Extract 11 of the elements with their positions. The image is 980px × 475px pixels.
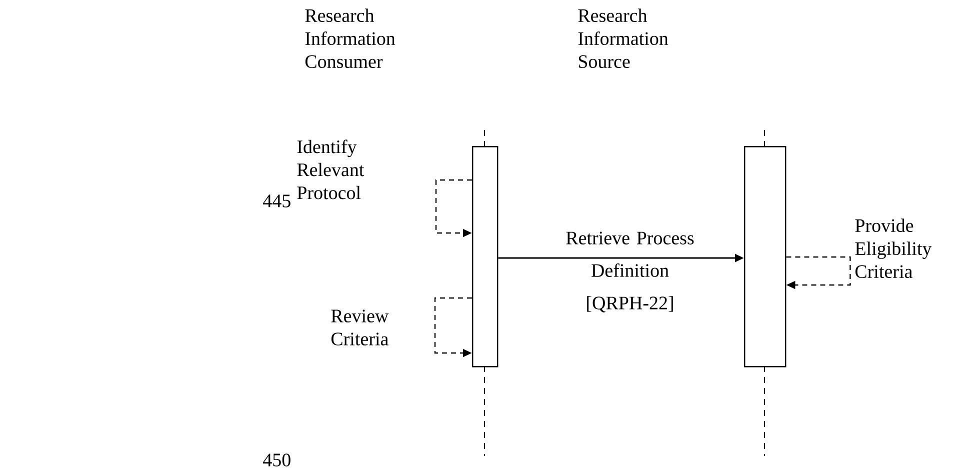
message-label: Review Criteria — [331, 310, 389, 346]
actor-label: Research Information Consumer — [305, 8, 396, 68]
self-message-arrow — [786, 256, 851, 290]
message-label: Retrieve Process Definition [QRPH-22] — [566, 232, 694, 312]
actor-label: Research Information Source — [578, 8, 668, 68]
line-number: 450 — [263, 454, 290, 466]
message-label: Provide Eligibility Criteria — [855, 218, 932, 278]
activation-bar — [744, 146, 786, 368]
line-number: 445 — [263, 194, 290, 208]
message-label: Identify Relevant Protocol — [297, 140, 364, 200]
activation-bar — [472, 146, 498, 368]
